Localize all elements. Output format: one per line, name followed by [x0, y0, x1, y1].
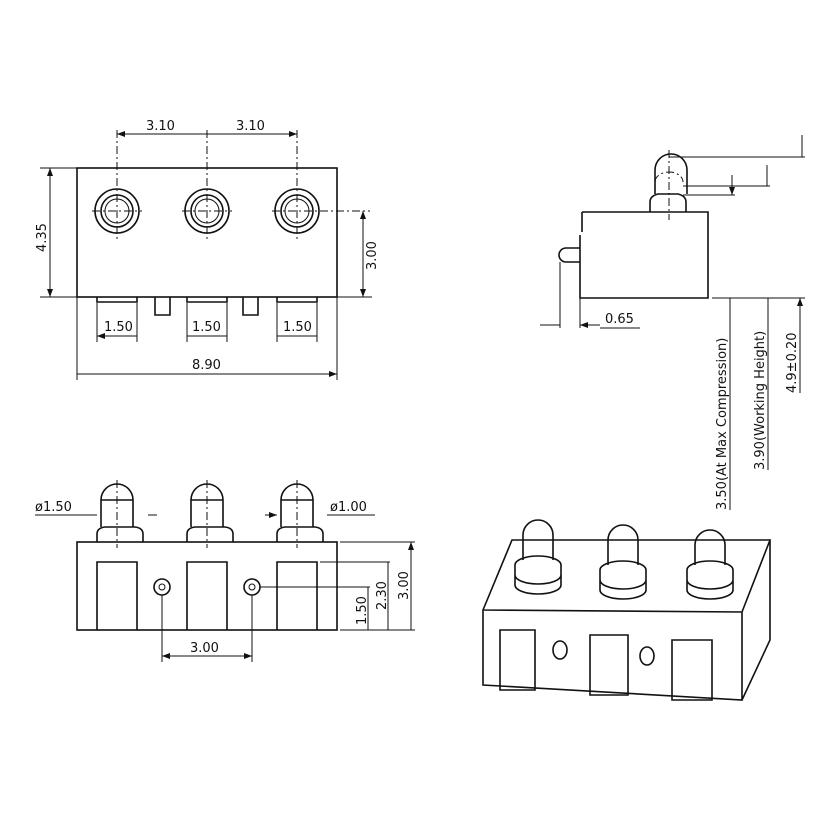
- dim-pin-spacing: 3.00: [190, 641, 219, 656]
- dim-hole-offset: 3.00: [365, 241, 380, 270]
- plungers: [96, 480, 324, 548]
- dim-width: 8.90: [192, 358, 221, 373]
- dim-pin-offset: 0.65: [605, 312, 634, 327]
- dim-tab-1: 1.50: [104, 320, 133, 335]
- dim-height: 4.35: [35, 223, 50, 252]
- dim-head-dia: ø1.50: [35, 500, 72, 515]
- dim-free-height: 4.9±0.20: [785, 332, 800, 393]
- dim-plunger-dia: ø1.00: [330, 500, 367, 515]
- dim-working-height: 3.90(Working Height): [753, 331, 768, 470]
- iso-plungers: [514, 519, 734, 600]
- dim-body-height: 3.00: [397, 571, 412, 600]
- top-view: 3.10 3.10 4.35 3.00 1.50 1.50 1.50 8.90: [35, 119, 380, 380]
- dim-tab-2: 1.50: [192, 320, 221, 335]
- contact-holes: [92, 130, 370, 240]
- dim-pitch-1: 3.10: [146, 119, 175, 134]
- dim-tab-height: 2.30: [375, 581, 390, 610]
- dim-max-compression: 3.50(At Max Compression): [715, 338, 730, 510]
- dim-tab-3: 1.50: [283, 320, 312, 335]
- dim-pitch-2: 3.10: [236, 119, 265, 134]
- front-view: ø1.50 ø1.00 1.50 2.30 3.00 3.00: [35, 480, 415, 662]
- side-view: 0.65 3.50(At Max Compression) 3.90(Worki…: [540, 135, 805, 510]
- isometric-view: [481, 519, 772, 701]
- dim-pin-height: 1.50: [355, 596, 370, 625]
